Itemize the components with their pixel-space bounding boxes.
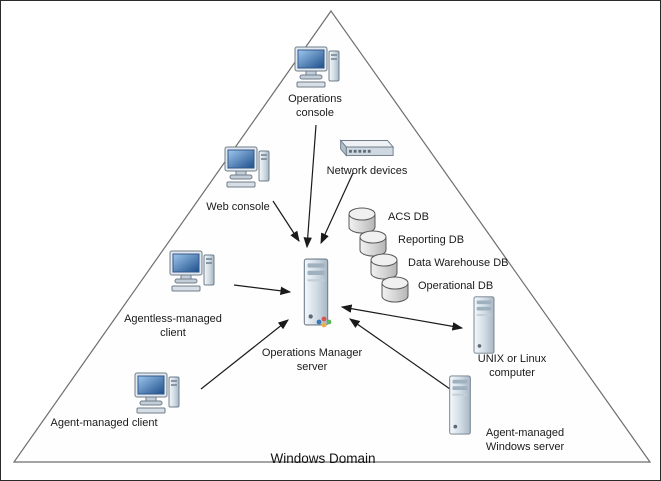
arrow-networkdevices-to-omserver	[320, 172, 354, 245]
windows-domain-title: Windows Domain	[270, 451, 376, 466]
arrow-omserver-unix	[340, 304, 464, 331]
acs-db-icon	[348, 207, 376, 234]
arrow-agentclient-to-omserver	[200, 319, 289, 390]
om-server-icon	[303, 258, 332, 328]
agent-client-label: Agent-managed client	[50, 417, 158, 429]
agentless-client-label: Agentless-managed client	[124, 313, 222, 339]
operations-console-label: Operations console	[288, 93, 342, 119]
datawarehouse-db-icon	[370, 253, 398, 280]
network-devices-label: Network devices	[326, 165, 408, 177]
arrow-agentless-to-omserver	[233, 284, 292, 295]
windows-server-label: Agent-managed Windows server	[485, 427, 565, 453]
windows-server-icon	[449, 375, 471, 435]
web-console-label: Web console	[206, 201, 270, 213]
acs-db-label: ACS DB	[388, 211, 429, 223]
datawarehouse-db-label: Data Warehouse DB	[408, 257, 509, 269]
om-server-badge-icon	[316, 316, 332, 328]
operational-db-icon	[381, 276, 409, 303]
arrow-winserver-to-omserver	[349, 318, 451, 390]
arrow-webconsole-to-omserver	[272, 200, 300, 243]
arrow-opsconsole-to-omserver	[303, 124, 317, 249]
unix-computer-icon	[473, 296, 495, 354]
reporting-db-icon	[359, 230, 387, 257]
om-server-label: Operations Manager server	[261, 347, 363, 373]
network-switch-icon	[340, 140, 394, 156]
connection-arrows	[200, 124, 464, 390]
unix-computer-label: UNIX or Linux computer	[477, 353, 547, 379]
operational-db-label: Operational DB	[418, 280, 494, 292]
reporting-db-label: Reporting DB	[398, 234, 465, 246]
